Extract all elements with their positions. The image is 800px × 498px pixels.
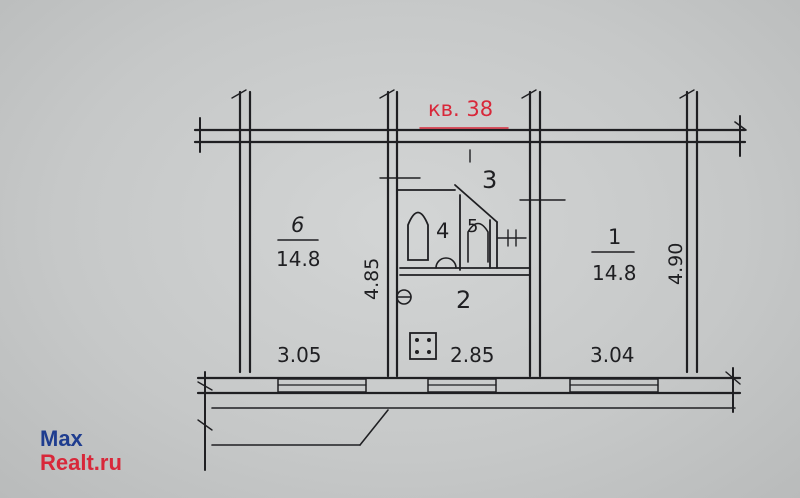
room-2-number: 2 <box>456 286 471 314</box>
room-3-number: 3 <box>482 166 497 194</box>
room-5-number: 5 <box>467 216 478 237</box>
stove-icon <box>409 332 437 360</box>
bottom-wall <box>196 367 742 471</box>
top-wall <box>193 115 747 157</box>
watermark-realt: Realt.ru <box>40 450 122 475</box>
room-1-depth-dimension: 4.90 <box>665 243 687 285</box>
room-1-area: 14.8 <box>592 261 637 285</box>
gas-riser-icon <box>396 289 412 305</box>
vertical-walls <box>231 89 699 378</box>
watermark-max: Max <box>40 426 84 451</box>
bathroom-block <box>379 149 566 276</box>
room-6-number: 6 <box>291 213 304 237</box>
middle-width-dimension: 2.85 <box>450 343 495 367</box>
room-1-number: 1 <box>608 225 621 249</box>
apartment-label: кв. 38 <box>428 97 493 121</box>
room-6-depth-dimension: 4.85 <box>361 258 383 300</box>
left-width-dimension: 3.05 <box>277 343 322 367</box>
windows <box>277 378 659 393</box>
room-6-area: 14.8 <box>276 247 321 271</box>
right-width-dimension: 3.04 <box>590 343 635 367</box>
room-4-number: 4 <box>436 219 449 243</box>
